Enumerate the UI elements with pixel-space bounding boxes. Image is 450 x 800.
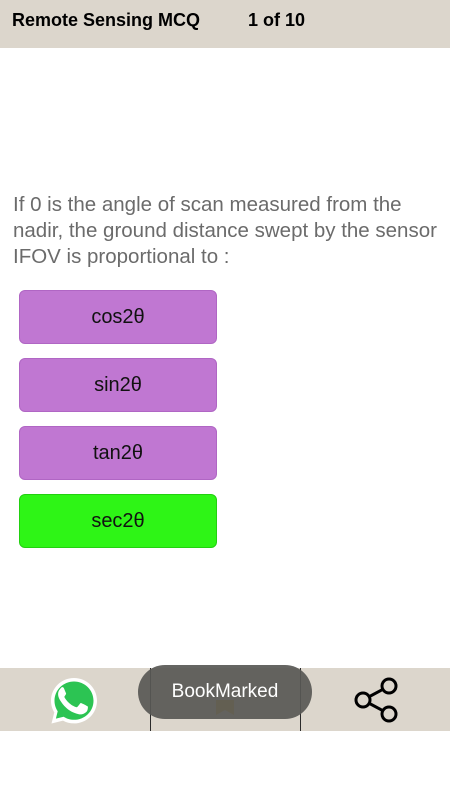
- share-icon: [354, 677, 398, 723]
- option-button-3[interactable]: tan2θ: [19, 426, 217, 480]
- app-header: Remote Sensing MCQ 1 of 10: [0, 0, 450, 48]
- question-text: If 0 is the angle of scan measured from …: [13, 193, 437, 268]
- share-button[interactable]: [350, 674, 402, 726]
- option-button-4-correct[interactable]: sec2θ: [19, 494, 217, 548]
- bookmarked-toast: BookMarked: [138, 665, 312, 719]
- whatsapp-icon: [51, 678, 97, 724]
- question-progress: 1 of 10: [248, 10, 306, 30]
- app-title: Remote Sensing MCQ: [12, 10, 201, 30]
- option-button-1[interactable]: cos2θ: [19, 290, 217, 344]
- whatsapp-share-button[interactable]: [48, 675, 100, 727]
- option-button-2[interactable]: sin2θ: [19, 358, 217, 412]
